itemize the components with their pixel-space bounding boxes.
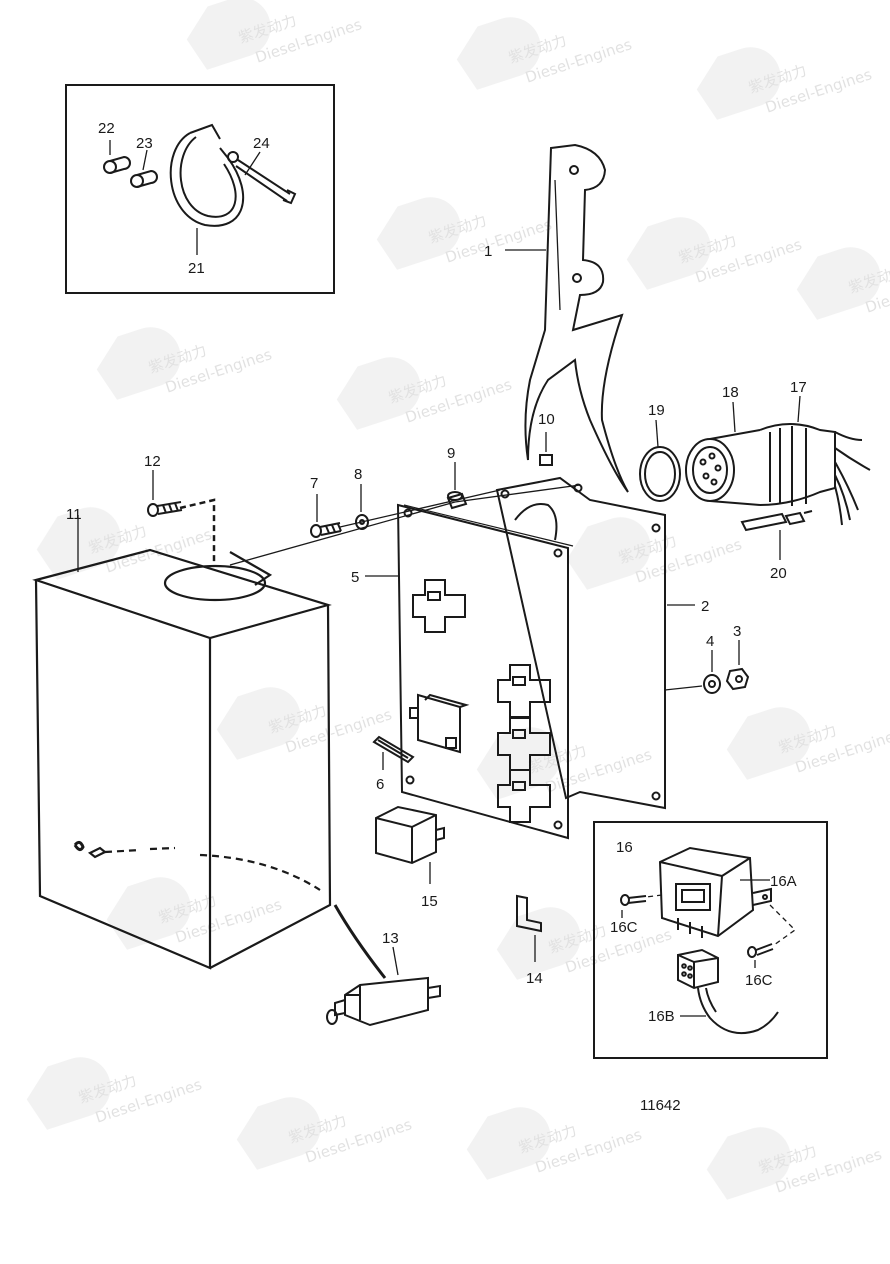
inset-relay-title: 16: [616, 839, 633, 856]
watermark-logo-icon: [106, 877, 191, 950]
callout-18: 18: [722, 384, 739, 401]
callout-10: 10: [538, 411, 555, 428]
watermark-logo-icon: [796, 247, 881, 320]
callout-2: 2: [701, 598, 709, 615]
part-6-fuse: [372, 735, 415, 770]
relay-socket: [412, 579, 466, 633]
watermark-logo-icon: [186, 0, 271, 70]
part-24-screw: [227, 151, 297, 205]
drawing-number: 11642: [640, 1097, 681, 1114]
watermark-logo-icon: [466, 1107, 551, 1180]
callout-7: 7: [310, 475, 318, 492]
watermark-logo-icon: [216, 687, 301, 760]
watermark-logo-icon: [376, 197, 461, 270]
callout-14: 14: [526, 970, 543, 987]
part-5-relay-panel: [365, 503, 574, 840]
watermark-logo-icon: [336, 357, 421, 430]
watermark-logo-icon: [26, 1057, 111, 1130]
callout-8: 8: [354, 466, 362, 483]
watermark-logo-icon: [36, 507, 121, 580]
watermark-logo-icon: [236, 1097, 321, 1170]
callout-21: 21: [188, 260, 205, 277]
callout-12: 12: [144, 453, 161, 470]
part-18-plug: [685, 401, 761, 506]
callout-9: 9: [447, 445, 455, 462]
watermark-logo-icon: [626, 217, 711, 290]
part-17-cable-plug: [759, 395, 871, 526]
callout-24: 24: [253, 135, 270, 152]
callout-16C-right: 16C: [745, 972, 773, 989]
callout-20: 20: [770, 565, 787, 582]
part-3-nut: [725, 640, 750, 691]
part-10-screw: [539, 432, 553, 466]
watermark-logo-icon: [706, 1127, 791, 1200]
part-14-clip: [516, 894, 542, 962]
callout-16A: 16A: [770, 873, 797, 890]
callout-11: 11: [66, 506, 82, 523]
callout-19: 19: [648, 402, 665, 419]
watermark-logo-icon: [456, 17, 541, 90]
part-15-relay: [375, 805, 445, 884]
inset-relay: [593, 821, 828, 1059]
part-19-seal-ring: [639, 419, 681, 502]
part-11-cover-box: [32, 515, 332, 970]
callout-23: 23: [136, 135, 153, 152]
part-16C-screw: [747, 943, 774, 968]
callout-22: 22: [98, 120, 115, 137]
watermark-logo-icon: [566, 517, 651, 590]
part-23-pin: [130, 169, 158, 188]
part-16C-screw: [620, 894, 647, 918]
inset-clamp-frame: [65, 84, 335, 294]
watermark-logo-icon: [726, 707, 811, 780]
part-4-washer: [664, 650, 721, 694]
callout-3: 3: [733, 623, 741, 640]
callout-13: 13: [382, 930, 399, 947]
callout-16C-left: 16C: [610, 919, 638, 936]
fuse-holder: [409, 693, 470, 754]
part-21-clamp-band: [169, 123, 244, 227]
part-16A-relay: [658, 846, 772, 938]
part-1-bracket: [505, 143, 629, 493]
callout-17: 17: [790, 379, 807, 396]
assembly-lines: [179, 484, 581, 566]
callout-4: 4: [706, 633, 714, 650]
watermark-layer: 紫发动力 Diesel-Engines 紫发动力 Diesel-Engines …: [26, 0, 890, 1200]
callout-5: 5: [351, 569, 359, 586]
part-13-switch: [326, 904, 441, 1027]
callout-6: 6: [376, 776, 384, 793]
part-16B-plug: [677, 948, 779, 1034]
part-12-screw: [147, 470, 183, 517]
watermark-logo-icon: [696, 47, 781, 120]
callout-1: 1: [484, 243, 492, 260]
relay-socket: [497, 769, 551, 823]
part-22-pin: [103, 155, 131, 174]
inset-relay-frame: [593, 821, 828, 1059]
part-7-screw: [310, 494, 342, 538]
inset-clamp: [65, 84, 335, 294]
callout-15: 15: [421, 893, 438, 910]
callout-16B: 16B: [648, 1008, 675, 1025]
part-20-fuse: [740, 510, 813, 560]
watermark-logo-icon: [96, 327, 181, 400]
